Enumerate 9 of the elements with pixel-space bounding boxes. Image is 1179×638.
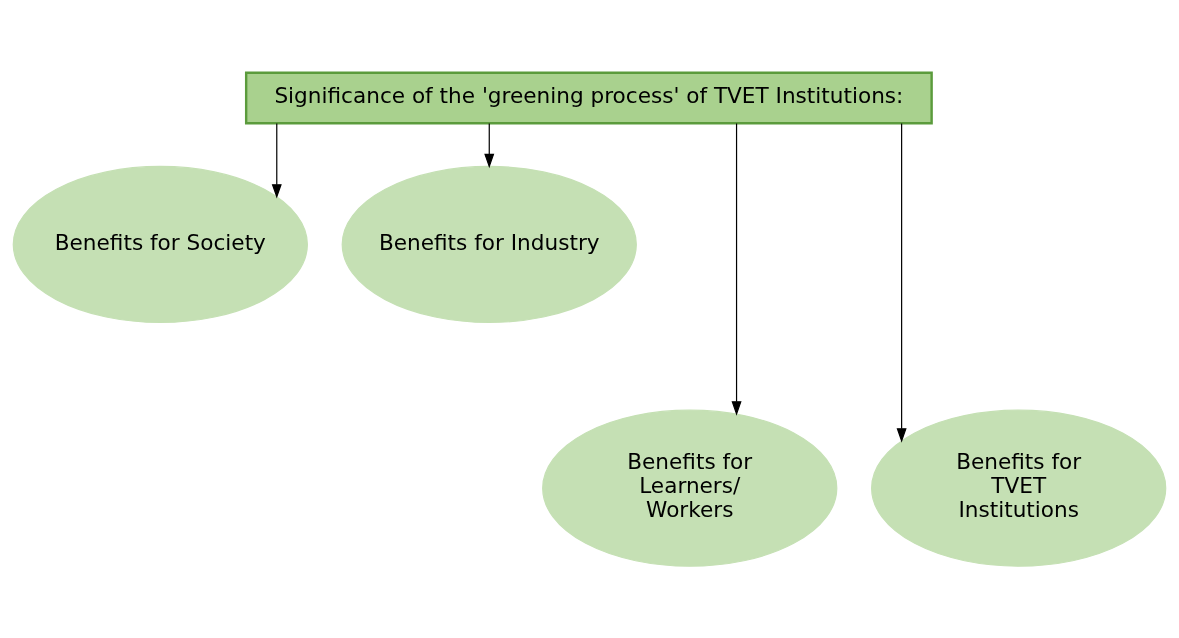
node-ellipse: Benefits for Industry (341, 165, 637, 323)
arrow (271, 122, 282, 199)
node-ellipse: Benefits for TVET Institutions (871, 409, 1167, 567)
node-ellipse: Benefits for Society (12, 165, 308, 323)
arrow (484, 122, 495, 168)
arrow (896, 122, 907, 443)
node-box: Significance of the 'greening process' of TVET Institutions: (244, 71, 933, 124)
arrow (731, 122, 742, 416)
node-ellipse: Benefits for Learners/ Workers (542, 409, 838, 567)
